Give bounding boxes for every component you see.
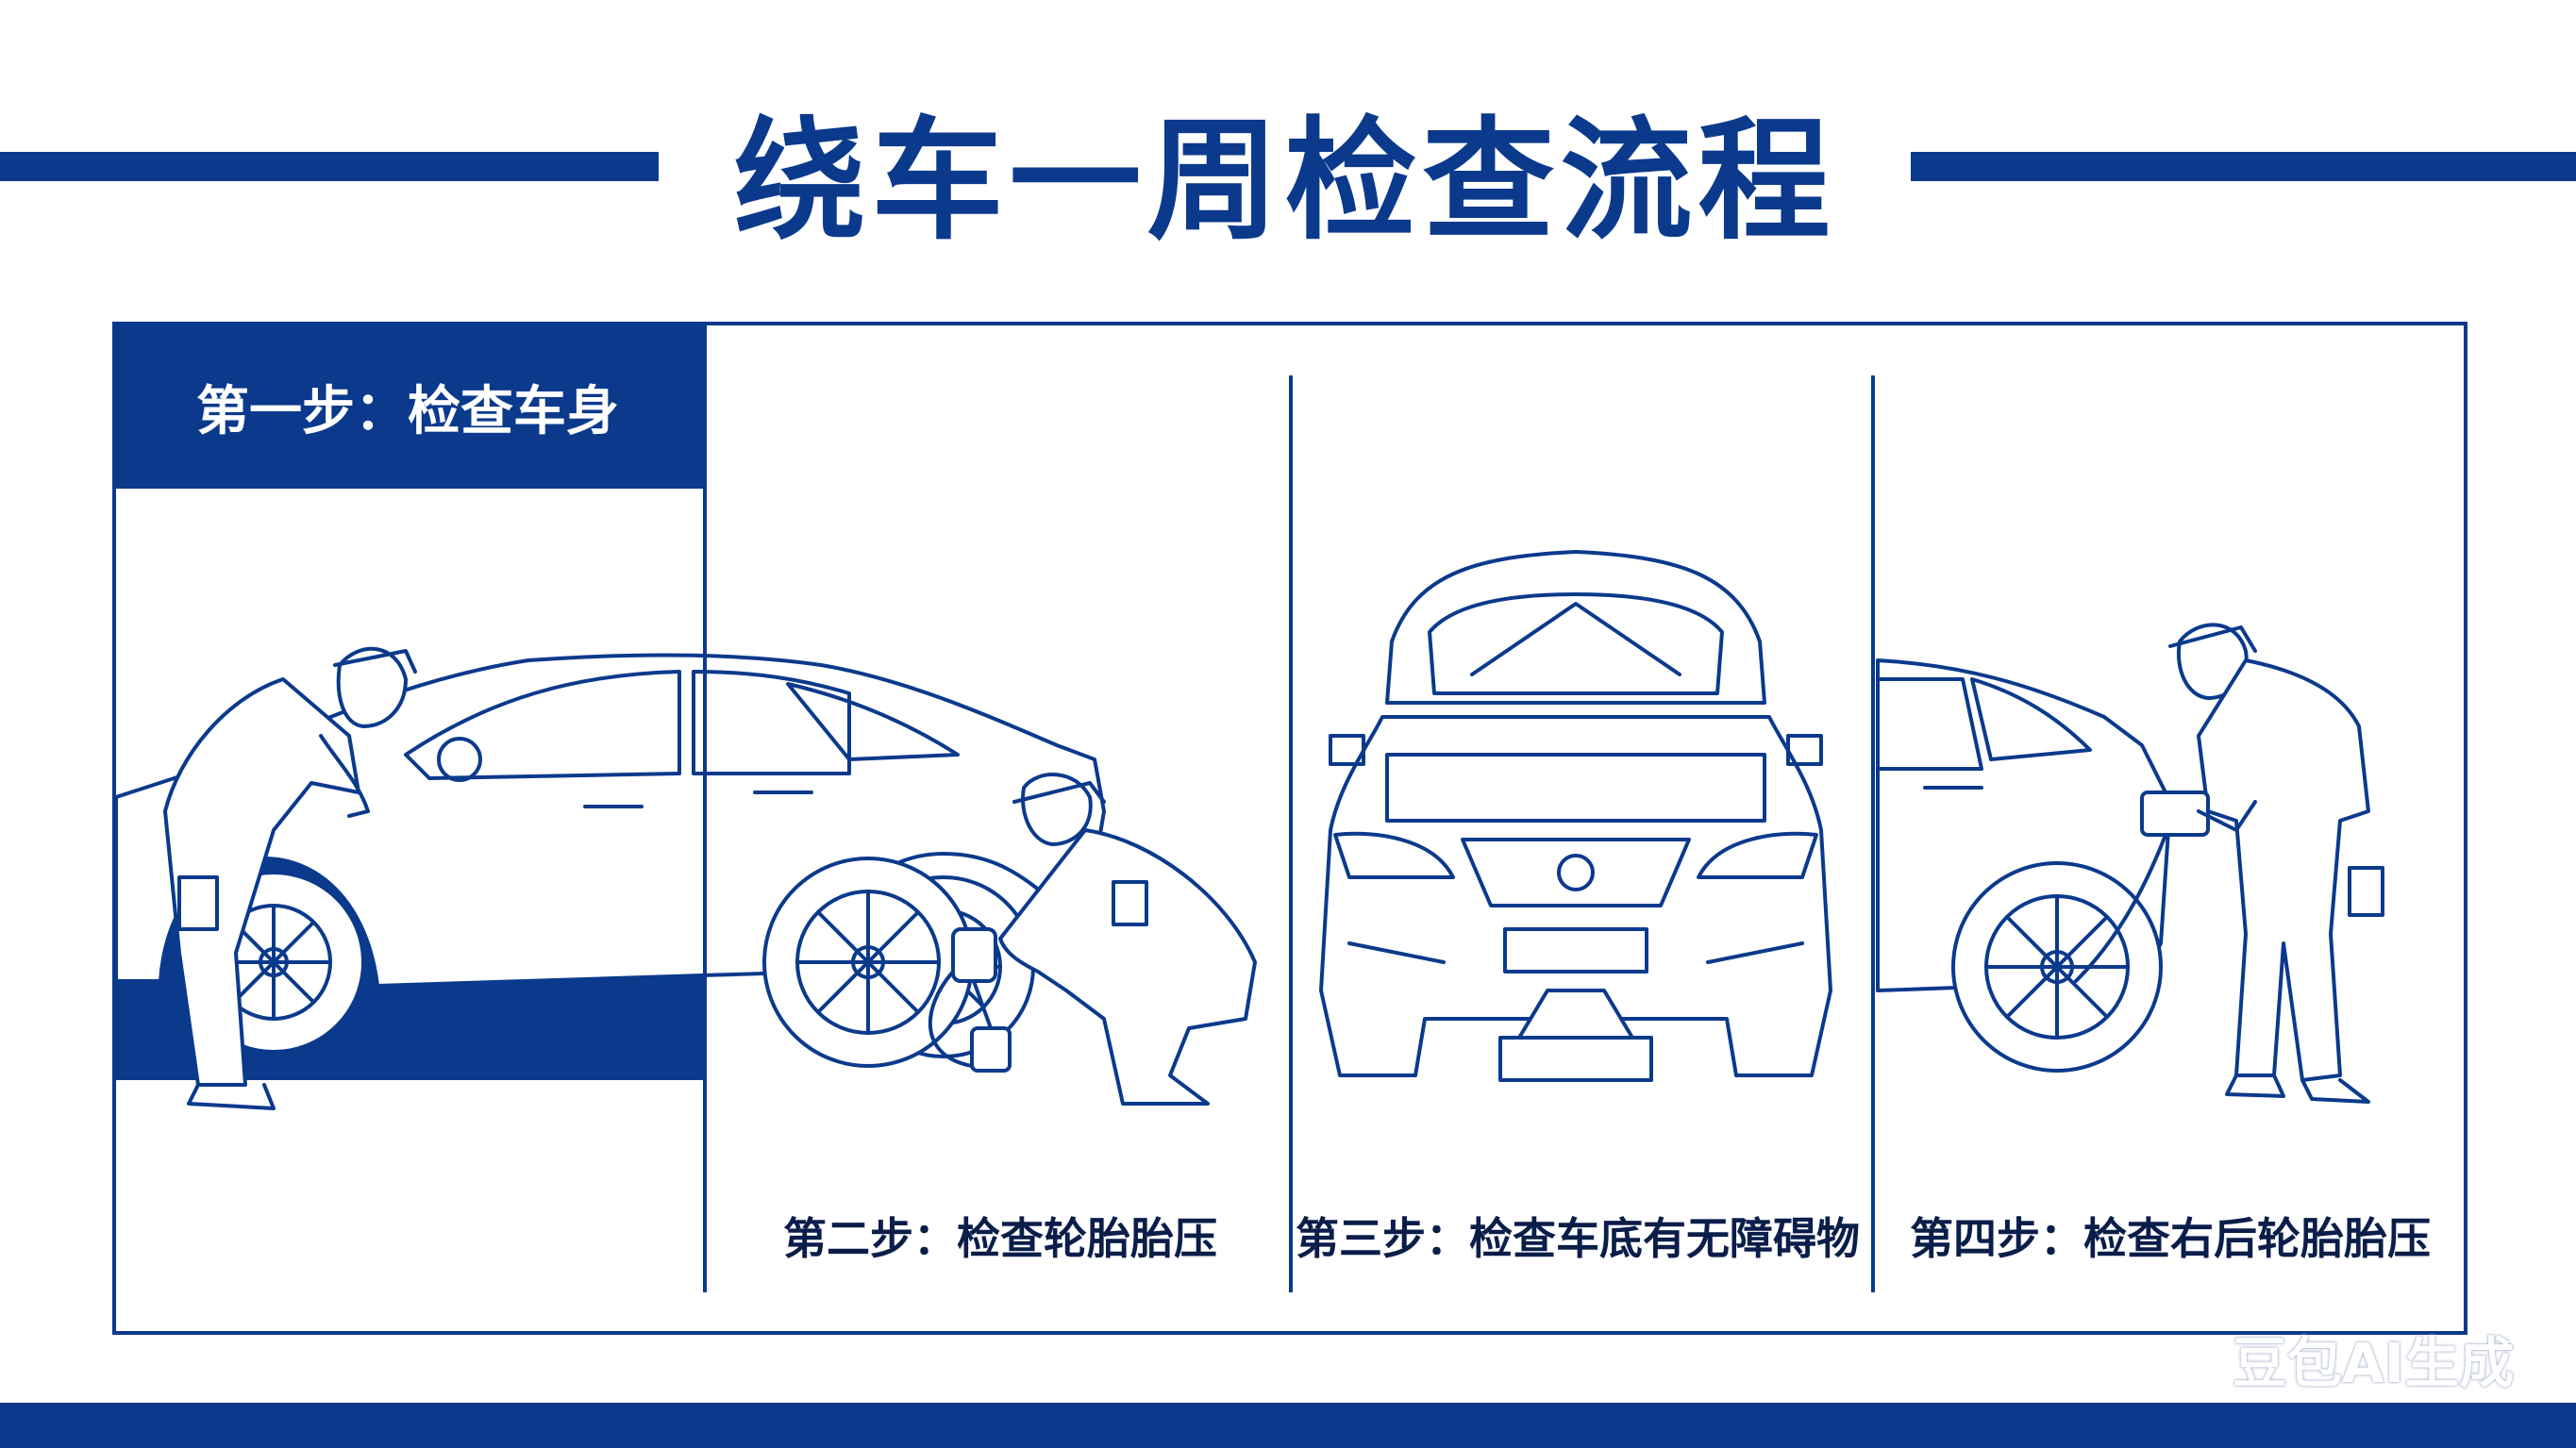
step-1-label: 第一步：检查车身	[196, 381, 619, 442]
step-4-label: 第四步：检查右后轮胎胎压	[1910, 1213, 2431, 1264]
panel-divider-3	[1871, 375, 1875, 1292]
tire-pressure-gauge-icon	[762, 773, 1257, 1106]
step-3-label: 第三步：检查车底有无障碍物	[1296, 1213, 1860, 1264]
step-2-label: 第二步：检查轮胎胎压	[783, 1213, 1217, 1264]
title-rule-right	[1911, 152, 2576, 181]
step-1-header: 第一步：检查车身	[116, 325, 703, 489]
watermark: 豆包AI生成	[2232, 1331, 2515, 1395]
diagnostic-scanner-icon	[1876, 623, 2384, 1104]
panel-divider-1	[703, 325, 707, 1292]
car-front-hood-open-icon	[1319, 550, 1832, 1082]
panel-divider-2	[1289, 375, 1293, 1292]
footer-bar	[0, 1403, 2576, 1448]
title-rule-left	[0, 152, 659, 181]
page-title: 绕车一周检查流程	[733, 105, 1836, 258]
side-car-inspector-icon	[114, 646, 1106, 1110]
